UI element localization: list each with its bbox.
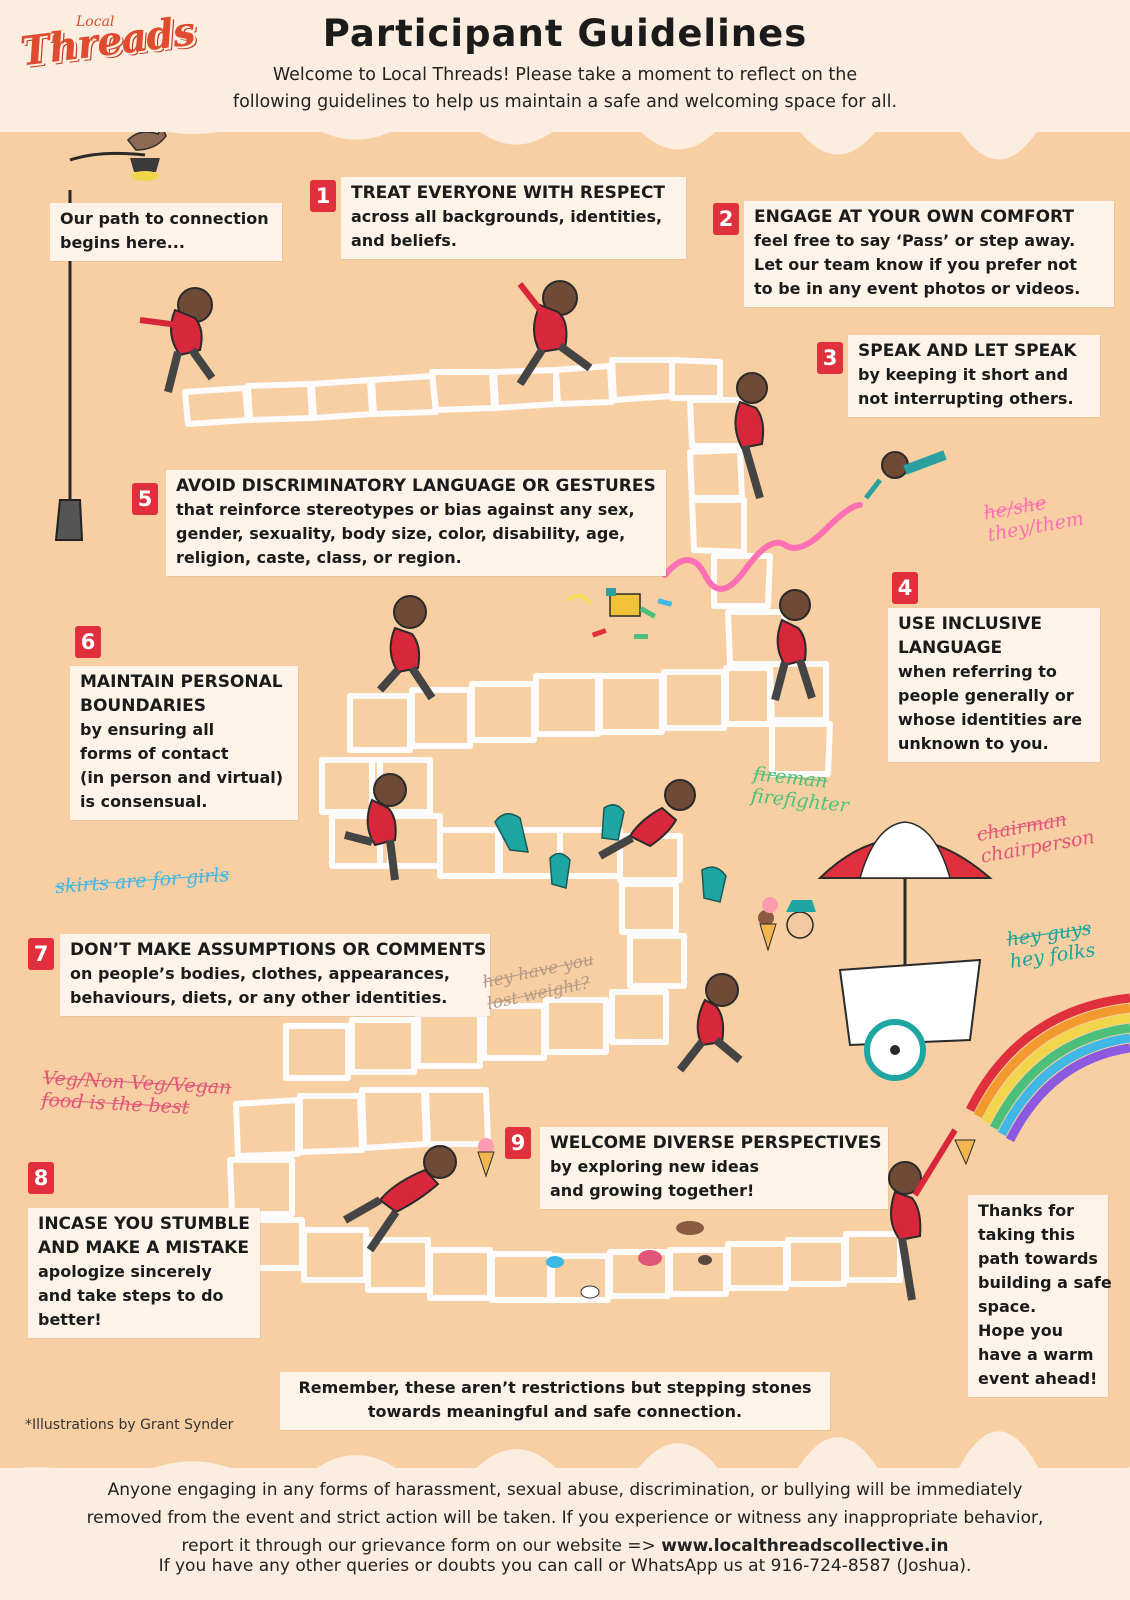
- guideline-9-card: WELCOME DIVERSE PERSPECTIVES by explorin…: [540, 1127, 888, 1209]
- bird-icon: [494, 804, 727, 903]
- guideline-8-card: INCASE YOU STUMBLE AND MAKE A MISTAKE ap…: [28, 1208, 260, 1338]
- header: [0, 0, 1130, 132]
- start-card: Our path to connection begins here...: [50, 203, 282, 261]
- guideline-6-card: MAINTAIN PERSONAL BOUNDARIES by ensuring…: [70, 666, 298, 820]
- illustration-credit: *Illustrations by Grant Synder: [25, 1417, 234, 1433]
- guideline-6-number: 6: [75, 626, 101, 658]
- guideline-1-card: TREAT EVERYONE WITH RESPECT across all b…: [341, 177, 686, 259]
- guideline-8-number: 8: [28, 1162, 54, 1194]
- guideline-4-card: USE INCLUSIVE LANGUAGE when referring to…: [888, 608, 1100, 762]
- page-title: Participant Guidelines: [322, 12, 808, 55]
- squiggle-decoration: [662, 502, 863, 592]
- guideline-7-card: DON’T MAKE ASSUMPTIONS OR COMMENTS on pe…: [60, 934, 490, 1016]
- intro-text: Welcome to Local Threads! Please take a …: [232, 65, 898, 112]
- guideline-7-number: 7: [28, 938, 54, 970]
- umbrella-cart-icon: [786, 821, 993, 1081]
- remember-card: Remember, these aren’t restrictions but …: [280, 1372, 830, 1430]
- guideline-2-card: ENGAGE AT YOUR OWN COMFORT feel free to …: [744, 201, 1114, 307]
- contact-line: If you have any other queries or doubts …: [158, 1556, 972, 1576]
- rainbow-icon: [965, 993, 1130, 1143]
- footer: [0, 1468, 1130, 1600]
- website-link[interactable]: www.localthreadscollective.in: [661, 1536, 949, 1556]
- guideline-2-number: 2: [713, 203, 739, 235]
- thanks-card: Thanks for taking this path towards buil…: [968, 1195, 1112, 1397]
- streetlamp-icon: [54, 151, 160, 541]
- guideline-3-number: 3: [817, 342, 843, 374]
- footer-notice: Anyone engaging in any forms of harassme…: [86, 1480, 1044, 1556]
- ice-cream-drops: [546, 1221, 712, 1299]
- guideline-9-number: 9: [505, 1127, 531, 1159]
- guideline-5-card: AVOID DISCRIMINATORY LANGUAGE OR GESTURE…: [166, 470, 666, 576]
- guideline-1-number: 1: [310, 180, 336, 212]
- ice-cream-icon: [477, 897, 976, 1178]
- crayon-box-icon: [567, 588, 673, 639]
- hopscotch-path: [182, 357, 903, 1303]
- runner-icon: [139, 280, 958, 1301]
- guideline-3-card: SPEAK AND LET SPEAK by keeping it short …: [848, 335, 1100, 417]
- guideline-4-number: 4: [892, 572, 918, 604]
- guideline-5-number: 5: [132, 483, 158, 515]
- brand-logo-small: Local: [76, 14, 115, 30]
